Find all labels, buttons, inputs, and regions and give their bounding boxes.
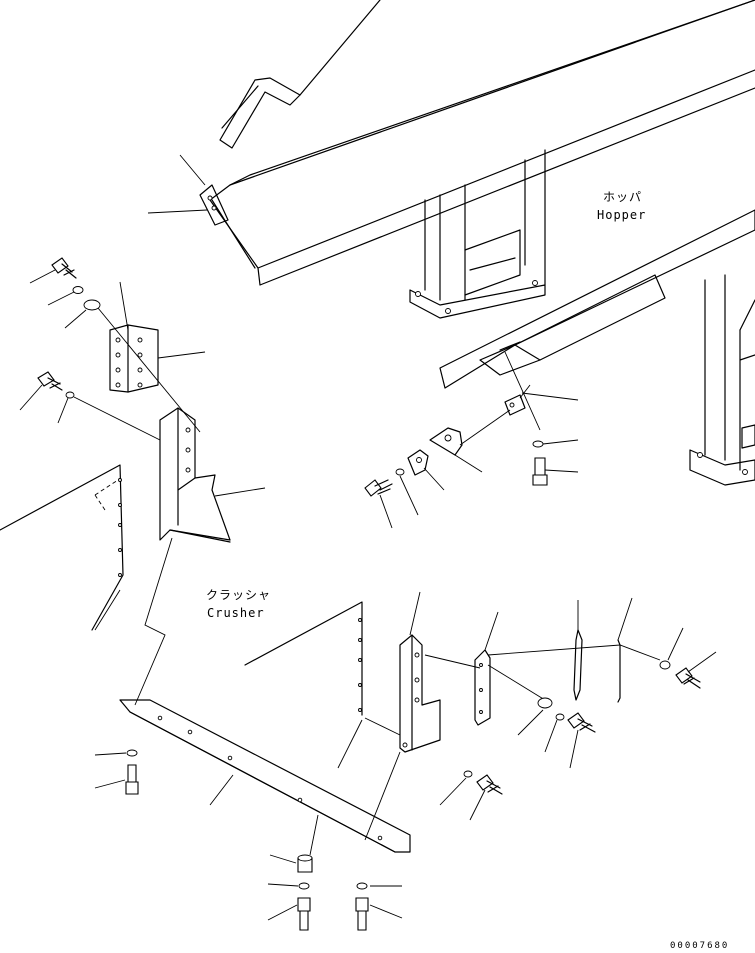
drawing-number: 00007680 [670, 941, 730, 951]
washer-bottom-right [356, 882, 368, 890]
washer-conveyor [532, 440, 544, 448]
crusher-side-plate-left [0, 464, 124, 631]
washer-right-a [537, 697, 553, 709]
washer-bottom-left [126, 749, 138, 757]
bolt-conveyor [532, 457, 548, 486]
hopper-mount-bracket [199, 184, 229, 226]
shim-plate [573, 629, 583, 701]
bolt-bottom-left [125, 764, 139, 795]
vertical-bracket-right [399, 634, 441, 753]
washer-right-c [463, 770, 473, 778]
bolt-top-left [51, 257, 77, 279]
bolt-right-far [675, 667, 701, 689]
crusher-side-plate-right [244, 601, 363, 716]
hopper-label-jp: ホッパ [603, 190, 643, 204]
washer-right-far [659, 660, 671, 670]
washer-bottom-mid [298, 882, 310, 890]
flat-washer-left [83, 299, 101, 311]
crusher-label-jp: クラッシャ [206, 588, 272, 602]
crusher-label-en: Crusher [207, 606, 265, 620]
washer-mid-left [65, 391, 75, 399]
bolt-mid-left [37, 371, 63, 391]
washer-right-b [555, 713, 565, 721]
bolt-right-a [567, 712, 596, 733]
bolt-center [364, 479, 393, 497]
leader-lines [19, 154, 717, 921]
bolt-right-b [476, 774, 503, 795]
plate-bracket [109, 324, 159, 393]
lock-washer-left [72, 286, 84, 294]
washer-center [395, 468, 405, 476]
narrow-plate-right [474, 649, 491, 726]
hopper-label-en: Hopper [597, 208, 647, 222]
small-plate [407, 449, 429, 476]
bolt-bottom-mid [297, 897, 311, 931]
vertical-bracket-left [159, 407, 231, 543]
small-angle-bracket [504, 394, 526, 416]
triangular-plate [429, 427, 463, 456]
conveyor-frame [439, 209, 755, 486]
spacer-bottom [297, 854, 313, 873]
bottom-long-plate [119, 699, 411, 853]
hopper-body [209, 0, 755, 319]
shim-thin [617, 639, 621, 703]
bolt-bottom-right [355, 897, 369, 931]
